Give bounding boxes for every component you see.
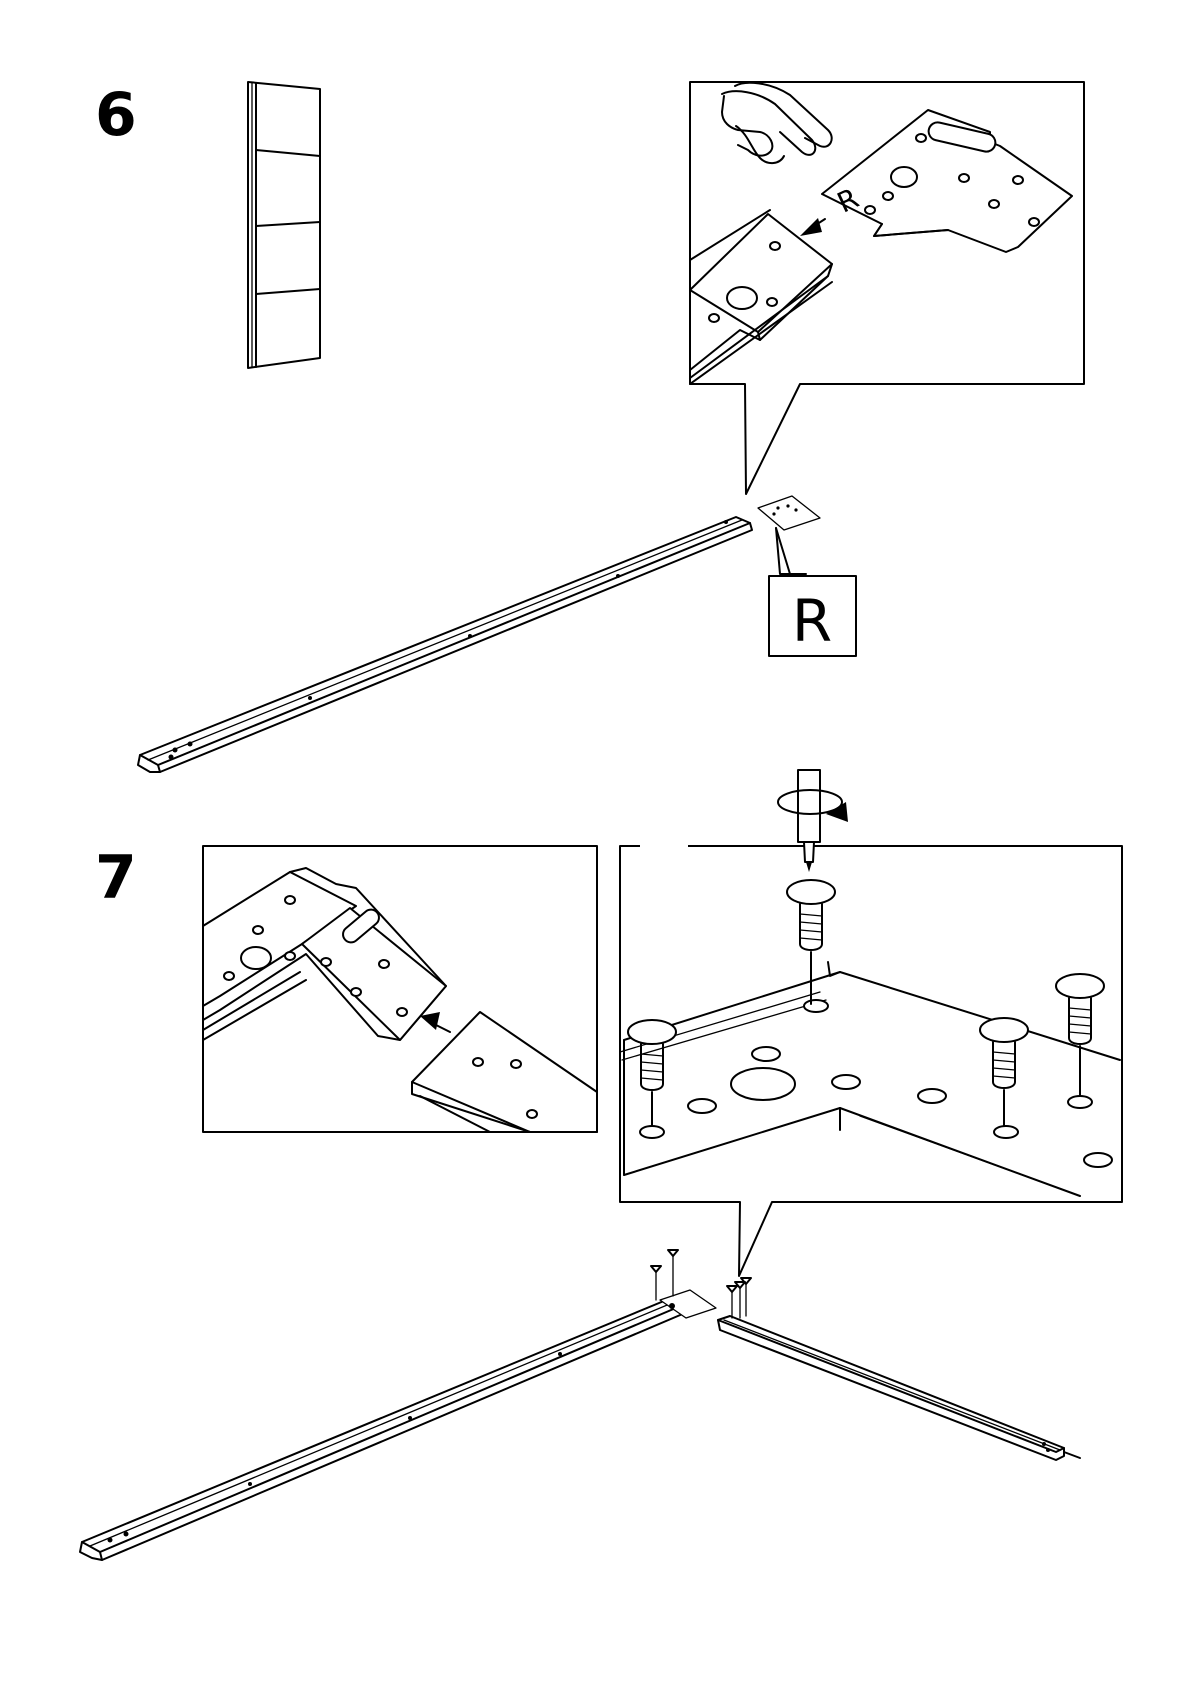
step6-detail-box: R xyxy=(690,82,1084,494)
step7-right-rail xyxy=(718,1278,1080,1460)
step7-detail-right xyxy=(620,770,1122,1276)
step6-door-panel xyxy=(248,82,320,368)
step7-detail-left xyxy=(203,846,597,1132)
part-label-r: R xyxy=(769,528,856,656)
part-label-r-text: R xyxy=(792,587,832,655)
step7-left-rail xyxy=(80,1250,716,1560)
step6-long-rail xyxy=(138,517,752,772)
step6-small-plate xyxy=(758,496,820,530)
